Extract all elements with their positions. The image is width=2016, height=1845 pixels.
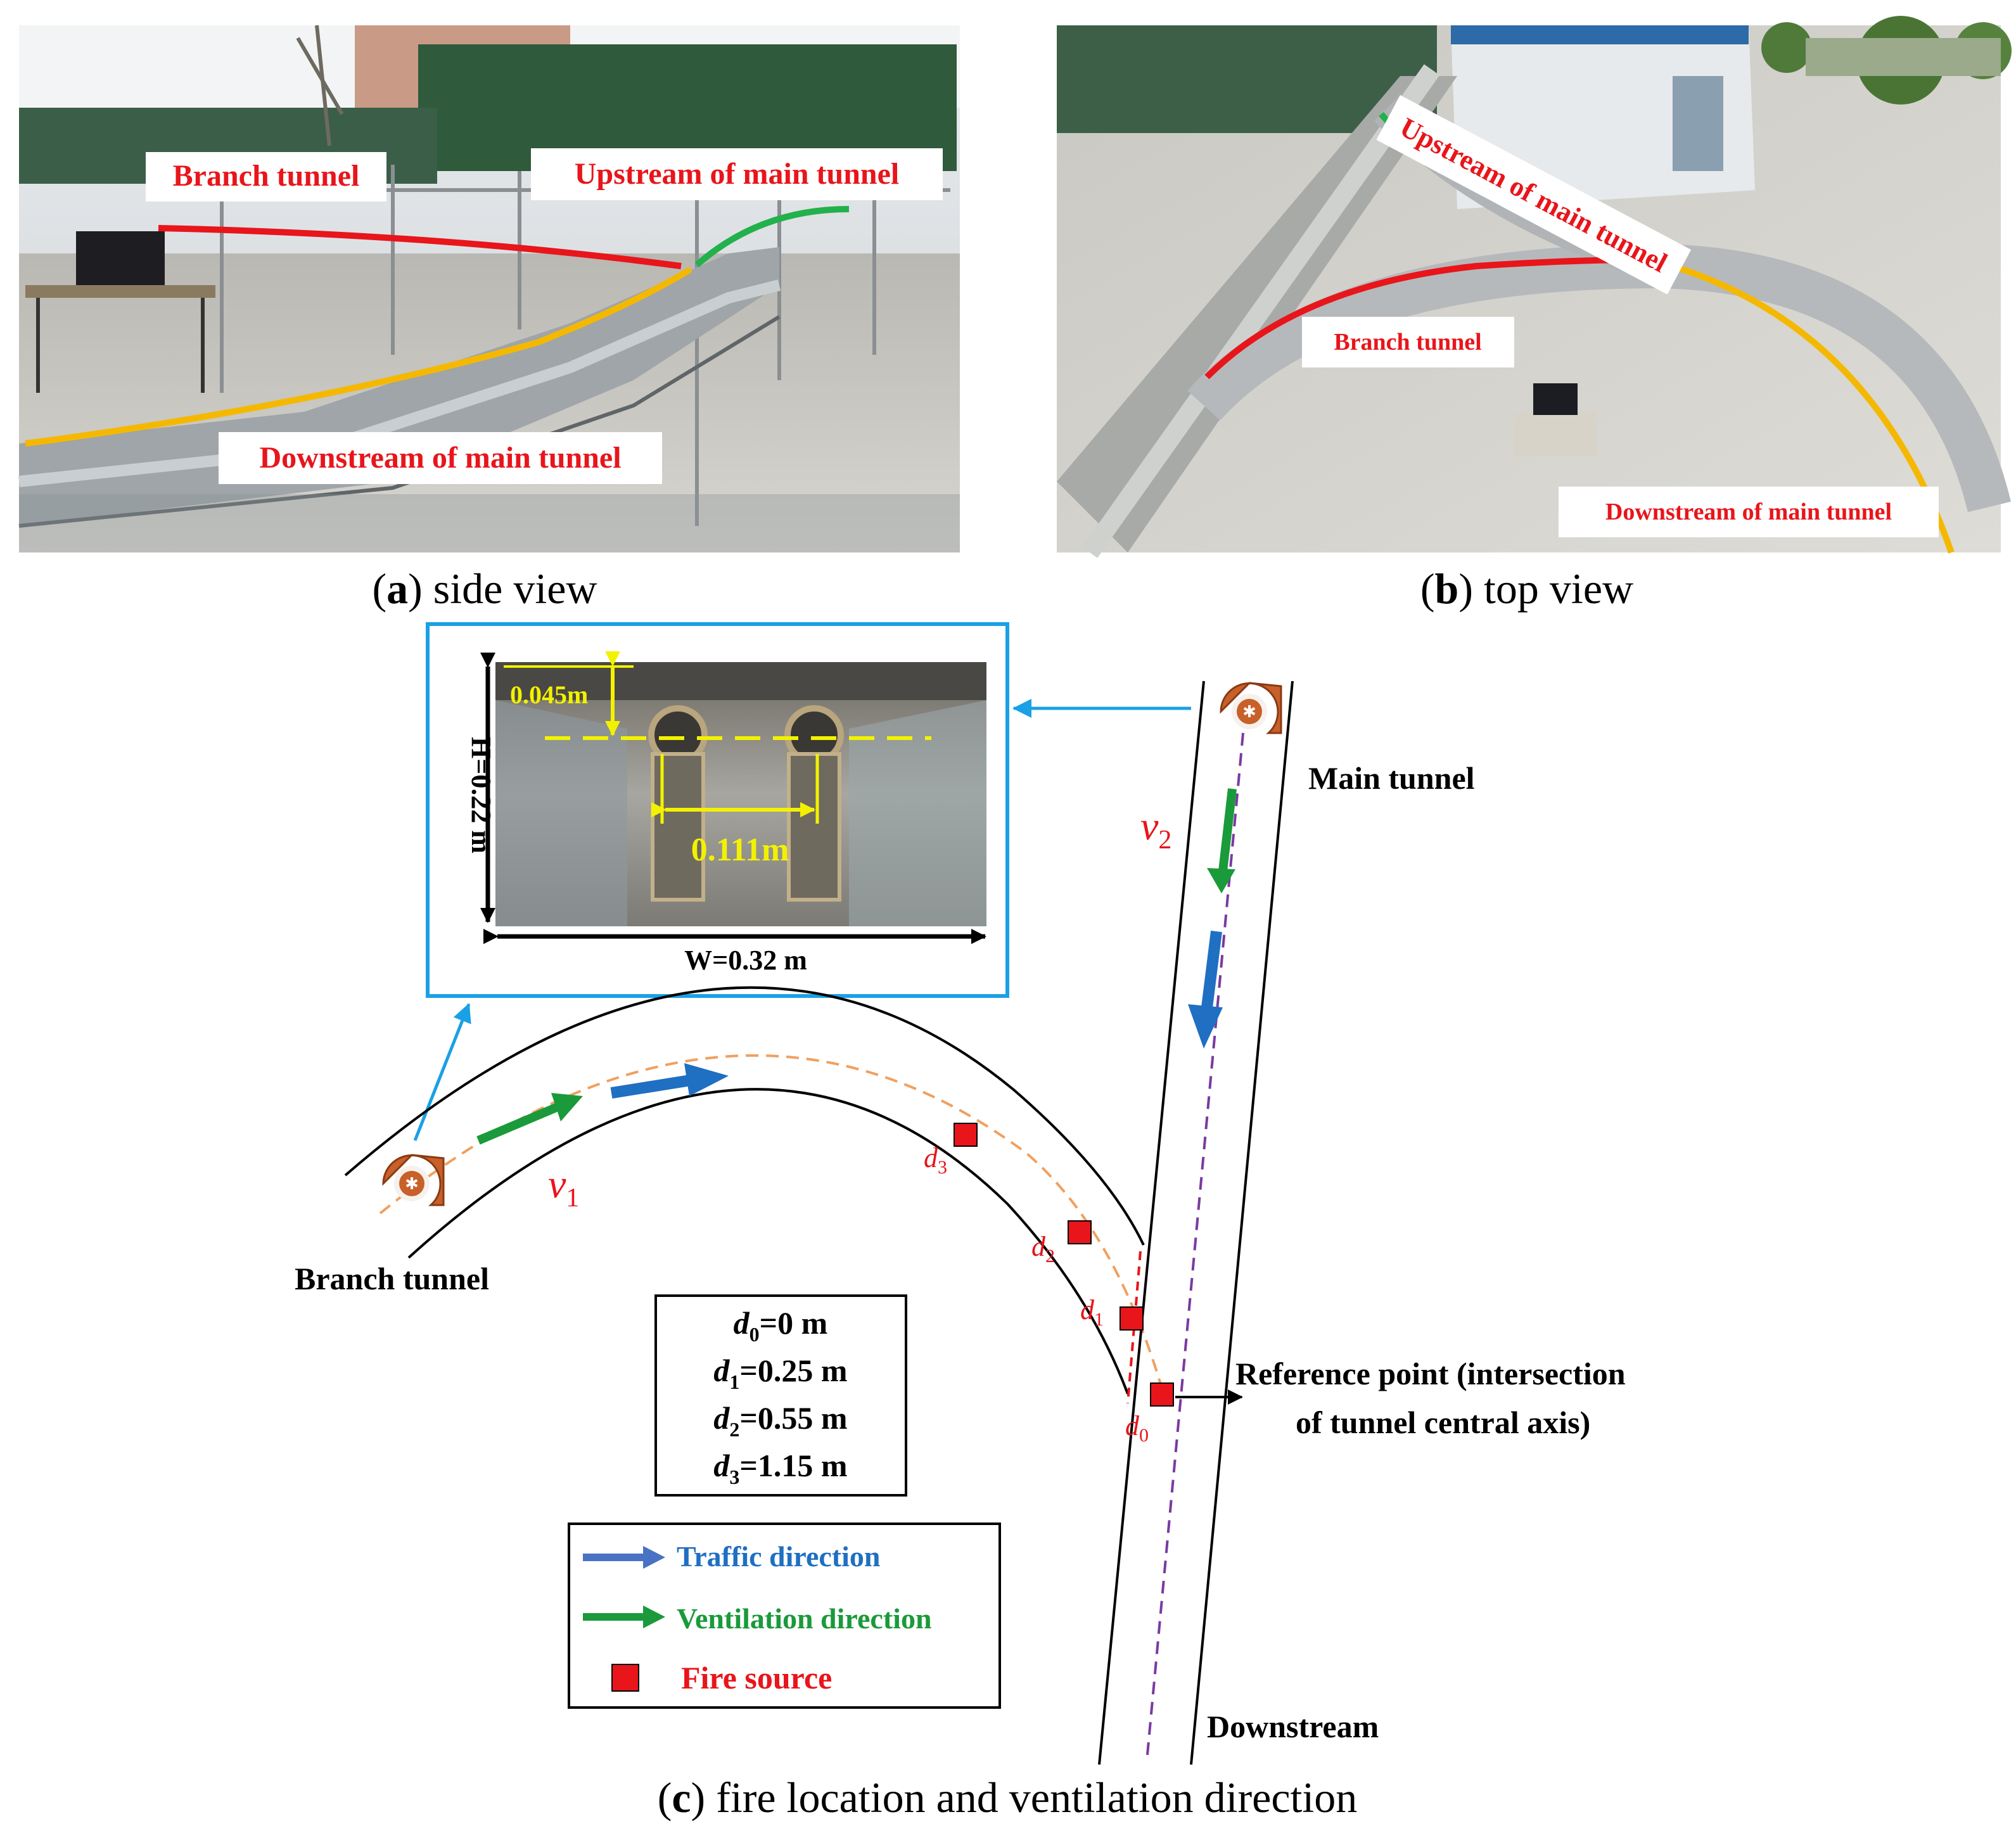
fire-label-d2: d2 xyxy=(1031,1231,1055,1267)
fire-label-d3: d3 xyxy=(924,1142,947,1178)
velocity-v2: v2 xyxy=(1140,803,1171,855)
downstream-line xyxy=(25,266,692,447)
panel-a-photo: Branch tunnel Upstream of main tunnel Do… xyxy=(18,25,960,552)
fire-label-d0: d0 xyxy=(1125,1410,1149,1446)
distance-box: d0=0 m d1=0.25 m d2=0.55 m d3=1.15 m xyxy=(654,1294,907,1497)
panel-a-downstream-label: Downstream of main tunnel xyxy=(259,441,621,475)
branch-tunnel-label: Branch tunnel xyxy=(295,1261,489,1296)
legend-traffic-arrow-icon xyxy=(583,1546,665,1569)
ventilation-arrow-icon xyxy=(476,1093,583,1145)
svg-text:✱: ✱ xyxy=(1242,703,1256,721)
fire-source-d3 xyxy=(954,1123,978,1147)
caption-b: (b) top view xyxy=(1420,565,1633,613)
pointer-from-branch-fan xyxy=(413,1003,471,1141)
legend: Traffic direction Ventilation direction … xyxy=(568,1523,1001,1709)
panel-b-branch-label: Branch tunnel xyxy=(1334,329,1481,355)
main-tunnel-label: Main tunnel xyxy=(1308,760,1475,796)
distance-d1: d1=0.25 m xyxy=(713,1353,847,1393)
panel-b-photo: Branch tunnel Upstream of main tunnel Do… xyxy=(1057,16,2012,558)
traffic-arrow-icon xyxy=(1188,930,1223,1049)
upstream-line xyxy=(694,206,850,267)
caption-a: (a) side view xyxy=(372,565,597,613)
distance-d0: d0=0 m xyxy=(734,1305,828,1346)
legend-fire-square-icon xyxy=(611,1664,639,1692)
panel-b-downstream-label: Downstream of main tunnel xyxy=(1605,499,1892,525)
downstream-label: Downstream xyxy=(1207,1709,1379,1744)
reference-label-line2: of tunnel central axis) xyxy=(1296,1405,1590,1440)
inset-offset-label: 0.045m xyxy=(510,680,588,709)
distance-d2: d2=0.55 m xyxy=(713,1400,847,1441)
inset-width-label: W=0.32 m xyxy=(684,945,807,976)
traffic-arrow-icon xyxy=(610,1063,729,1099)
main-wall-right xyxy=(1190,680,1294,1765)
fire-source-d2 xyxy=(1068,1220,1092,1244)
main-wall-left xyxy=(1098,680,1205,1765)
fire-label-d1: d1 xyxy=(1080,1294,1104,1330)
panel-a-branch-label: Branch tunnel xyxy=(173,159,360,193)
distance-d3: d3=1.15 m xyxy=(713,1448,847,1488)
branch-line xyxy=(158,225,682,269)
branch-wall-outer xyxy=(344,986,1145,1246)
legend-ventilation-arrow-icon xyxy=(583,1606,665,1628)
inset-height-label: H=0.22 m xyxy=(466,737,497,853)
inset-spacing-label: 0.111m xyxy=(691,832,789,868)
velocity-v1: v1 xyxy=(548,1161,579,1213)
panel-a-upstream-label: Upstream of main tunnel xyxy=(575,157,899,191)
caption-c: (c) fire location and ventilation direct… xyxy=(658,1773,1358,1822)
legend-traffic-label: Traffic direction xyxy=(677,1540,880,1573)
fan-icon: ✱ xyxy=(1220,682,1282,734)
branch-wall-inner xyxy=(407,1088,1129,1395)
fire-source-d1 xyxy=(1120,1306,1144,1331)
svg-text:✱: ✱ xyxy=(405,1175,419,1193)
fire-source-d0 xyxy=(1150,1382,1174,1407)
legend-fire-label: Fire source xyxy=(681,1660,832,1695)
probe-right xyxy=(784,705,844,902)
ventilation-arrow-icon xyxy=(1207,788,1237,893)
inset-box: 0.045m 0.111m H=0.22 m W=0.32 m xyxy=(426,622,1009,998)
main-axis xyxy=(1145,712,1246,1762)
fan-icon: ✱ xyxy=(382,1154,445,1206)
legend-ventilation-label: Ventilation direction xyxy=(677,1602,932,1635)
reference-label-line1: Reference point (intersection xyxy=(1235,1356,1626,1391)
b-branch-line xyxy=(1204,257,1642,380)
